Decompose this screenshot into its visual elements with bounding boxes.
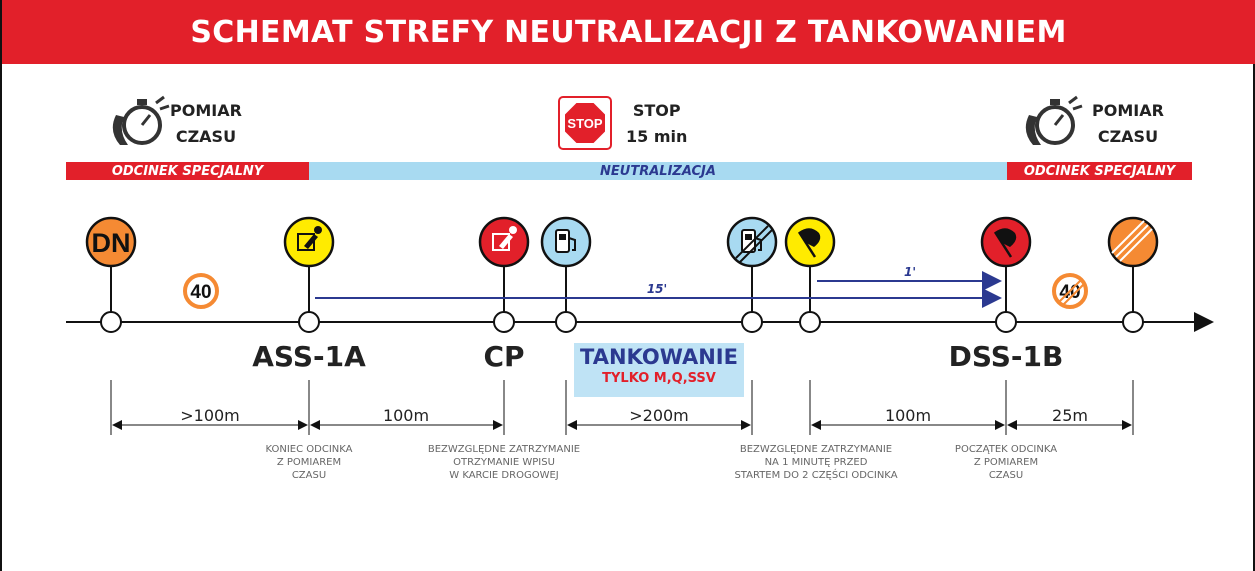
- arrow-1-label: 1': [904, 265, 916, 279]
- note-cp: BEZWZGLĘDNE ZATRZYMANIE OTRZYMANIE WPISU…: [428, 443, 580, 482]
- band-special-stage-right: ODCINEK SPECJALNY: [1007, 162, 1192, 180]
- note-ass: KONIEC ODCINKA Z POMIAREM CZASU: [266, 443, 353, 482]
- page-title: SCHEMAT STREFY NEUTRALIZACJI Z TANKOWANI…: [2, 0, 1255, 64]
- axis-markers: [100, 311, 1144, 333]
- speed-end-text: 40: [1059, 282, 1080, 303]
- note-line: KONIEC ODCINKA: [265, 444, 353, 455]
- note-line: W KARCIE DROGOWEJ: [449, 470, 559, 481]
- timing-label-right-line1: POMIAR: [1092, 101, 1164, 120]
- note-line: OTRZYMANIE WPISU: [453, 457, 555, 468]
- timing-label-right: POMIAR CZASU: [1092, 98, 1164, 150]
- dimension-ticks: [110, 380, 1134, 435]
- fuel-pump-sign: [540, 216, 592, 268]
- note-dss: POCZĄTEK ODCINKA Z POMIAREM CZASU: [955, 443, 1057, 482]
- timing-label-right-line2: CZASU: [1097, 127, 1159, 146]
- stop-sign-icon: STOP: [558, 96, 612, 150]
- note-line: STARTEM DO 2 CZĘŚCI ODCINKA: [734, 470, 898, 481]
- note-line: Z POMIAREM: [973, 457, 1039, 468]
- stop-label: STOP 15 min: [626, 98, 687, 150]
- band-neutralization: NEUTRALIZACJA: [309, 162, 1007, 180]
- note-line: BEZWZGLĘDNE ZATRZYMANIE: [739, 444, 893, 455]
- end-fuel-sign: [726, 216, 778, 268]
- dn-sign-text: DN: [92, 228, 131, 258]
- speed-limit-sign: 40: [183, 273, 219, 309]
- stop-sign-text: STOP: [567, 116, 602, 131]
- end-of-stage-sign: [1107, 216, 1159, 268]
- note-line: Z POMIAREM: [276, 457, 342, 468]
- stopwatch-icon: [112, 95, 170, 145]
- refuel-zone-title: TANKOWANIE: [580, 345, 738, 369]
- stop-label-line1: STOP: [632, 101, 681, 120]
- distance-label: 100m: [884, 406, 932, 425]
- checkpoint-cp: CP: [483, 340, 525, 373]
- checkpoint-ass: ASS-1A: [252, 340, 366, 373]
- note-line: POCZĄTEK ODCINKA: [954, 444, 1058, 455]
- stopwatch-icon: [1025, 95, 1083, 145]
- checkpoint-dss: DSS-1B: [948, 340, 1064, 373]
- note-flag: BEZWZGLĘDNE ZATRZYMANIE NA 1 MINUTĘ PRZE…: [734, 443, 897, 482]
- speed-limit-text: 40: [190, 282, 211, 303]
- distance-label: 25m: [1052, 406, 1088, 425]
- note-line: CZASU: [988, 470, 1024, 481]
- timing-label-left-line2: CZASU: [175, 127, 237, 146]
- timing-label-left-line1: POMIAR: [170, 101, 242, 120]
- note-line: CZASU: [291, 470, 327, 481]
- dn-sign: DN: [85, 216, 137, 268]
- band-special-stage-left: ODCINEK SPECJALNY: [66, 162, 309, 180]
- timing-label-left: POMIAR CZASU: [170, 98, 242, 150]
- note-line: NA 1 MINUTĘ PRZED: [764, 457, 868, 468]
- stop-label-line2: 15 min: [626, 127, 688, 146]
- sign-posts: [110, 265, 1134, 322]
- refuel-zone-subtitle: TYLKO M,Q,SSV: [602, 371, 716, 386]
- distance-label: >200m: [629, 406, 689, 425]
- distance-label: 100m: [382, 406, 430, 425]
- end-speed-limit-sign: 40: [1052, 273, 1088, 309]
- ass-stamp-sign: [283, 216, 335, 268]
- arrow-15-label: 15': [647, 282, 667, 296]
- cp-stamp-sign: [478, 216, 530, 268]
- refuel-zone-box: TANKOWANIE TYLKO M,Q,SSV: [574, 343, 744, 397]
- red-flag-sign: [980, 216, 1032, 268]
- note-line: BEZWZGLĘDNE ZATRZYMANIE: [427, 444, 581, 455]
- distance-label: >100m: [180, 406, 240, 425]
- yellow-flag-sign: [784, 216, 836, 268]
